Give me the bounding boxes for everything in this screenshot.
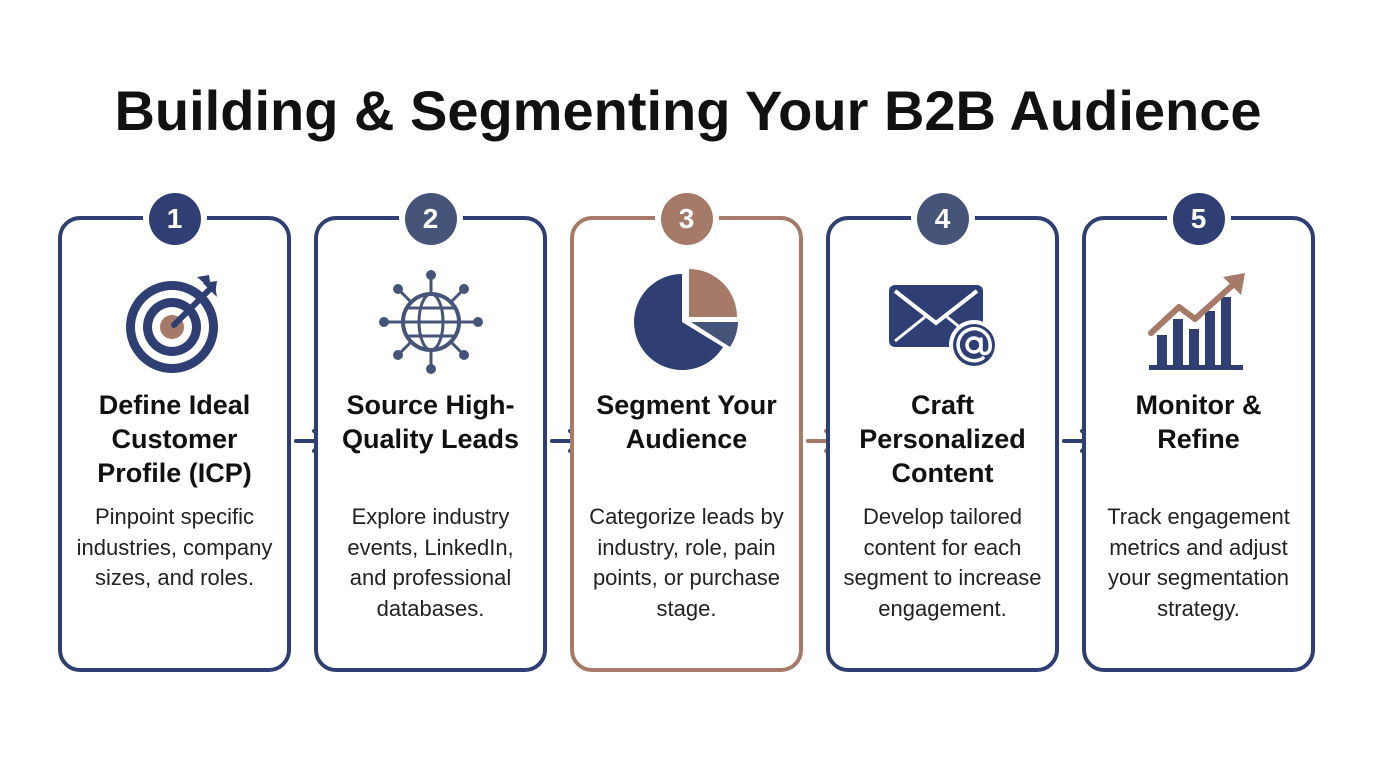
step-description: Track engagement metrics and adjust your… xyxy=(1107,504,1290,621)
email-at-icon xyxy=(888,285,999,370)
step-description: Categorize leads by industry, role, pain… xyxy=(589,504,784,621)
step-card-4: 4 Craft Personalized Content Develop tai… xyxy=(826,193,1059,672)
step-number-badge: 4 xyxy=(916,193,969,245)
page-title: Building & Segmenting Your B2B Audience xyxy=(114,79,1262,142)
step-title: Segment Your Audience xyxy=(596,390,777,454)
step-description: Develop tailored content for each segmen… xyxy=(843,504,1042,621)
step-card-1: 1 Define Ideal Customer Profile (ICP) Pi… xyxy=(58,193,291,672)
step-title: Define Ideal Customer Profile (ICP) xyxy=(97,390,252,488)
step-title: Monitor & Refine xyxy=(1135,390,1262,454)
growth-bar-chart-icon xyxy=(1147,273,1245,370)
target-dart-icon xyxy=(125,275,218,373)
step-description: Pinpoint specific industries, company si… xyxy=(76,504,273,590)
step-card-3: 3 Segment Your Audience Categorize leads… xyxy=(570,193,803,672)
globe-network-icon xyxy=(378,270,483,374)
step-number-badge: 2 xyxy=(404,193,457,245)
step-title: Craft Personalized Content xyxy=(859,390,1026,488)
step-number-badge: 3 xyxy=(660,193,713,245)
step-title: Source High-Quality Leads xyxy=(341,390,520,454)
step-card-2: 2 xyxy=(314,193,547,672)
step-number-badge: 1 xyxy=(148,193,201,245)
step-number-badge: 5 xyxy=(1172,193,1225,245)
pie-chart-icon xyxy=(633,269,738,370)
step-card-5: 5 Monitor & Refine Track engagement metr… xyxy=(1082,193,1315,672)
step-description: Explore industry events, LinkedIn, and p… xyxy=(347,504,514,621)
